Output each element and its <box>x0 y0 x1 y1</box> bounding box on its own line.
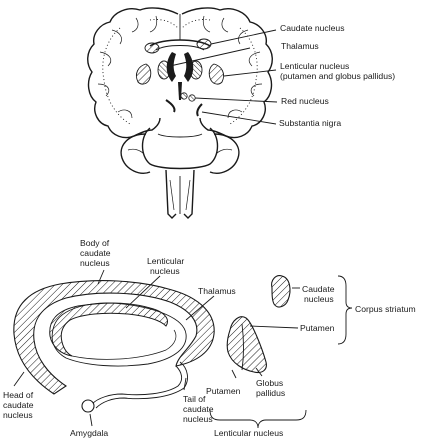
substantia-nigra <box>165 99 203 117</box>
label-corpus-striatum: Corpus striatum <box>355 304 416 314</box>
red-nuclei <box>180 92 196 102</box>
label-substantia-nigra: Substantia nigra <box>279 118 341 128</box>
label-thalamus: Thalamus <box>281 41 319 51</box>
caudate-section-shape <box>271 275 291 308</box>
label-thalamus-lateral: Thalamus <box>198 286 236 296</box>
label-body-of-caudate-2: caudate <box>80 248 111 258</box>
label-putamen-right: Putamen <box>300 323 335 333</box>
label-body-of-caudate-3: nucleus <box>80 258 110 268</box>
label-lenticular-nucleus-bracket: Lenticular nucleus <box>214 428 283 438</box>
amygdala-shape <box>81 399 95 413</box>
label-head-of-caudate-1: Head of <box>3 390 34 400</box>
label-globus-pallidus-1: Globus <box>256 378 283 388</box>
label-body-of-caudate-1: Body of <box>80 238 110 248</box>
label-amygdala: Amygdala <box>70 428 108 438</box>
lenticular-nucleus-shape <box>49 302 168 357</box>
coronal-leader-lines <box>169 29 278 125</box>
coronal-section: Caudate nucleus Thalamus Lenticular nucl… <box>87 7 395 219</box>
label-caudate-section-2: nucleus <box>304 294 334 304</box>
label-red-nucleus: Red nucleus <box>281 96 329 106</box>
brain-outline <box>87 7 273 139</box>
label-tail-of-caudate-2: caudate <box>183 404 214 414</box>
label-tail-of-caudate-3: nucleus <box>183 414 213 424</box>
label-globus-pallidus-2: pallidus <box>256 388 285 398</box>
lenticular-section-shape <box>226 316 267 374</box>
brainstem <box>120 127 240 219</box>
label-lenticular-2: nucleus <box>150 266 180 276</box>
label-lenticular-1: Lenticular <box>147 256 184 266</box>
lateral-view: Body of caudate nucleus Lenticular nucle… <box>3 238 236 438</box>
caudate-tail <box>91 365 183 405</box>
caudate-nuclei <box>144 38 212 54</box>
label-caudate-section-1: Caudate <box>302 284 335 294</box>
label-tail-of-caudate-1: Tail of <box>183 394 206 404</box>
label-putamen-bottom: Putamen <box>206 386 241 396</box>
lenticular-nuclei <box>135 63 225 85</box>
caudate-nucleus-shape <box>13 280 215 395</box>
label-lenticular-nucleus-detail: (putamen and globus pallidus) <box>280 71 395 81</box>
label-lenticular-nucleus: Lenticular nucleus <box>280 61 349 71</box>
cross-section: Caudate nucleus Corpus striatum Putamen … <box>206 275 416 438</box>
thalamus-nuclei <box>157 60 203 80</box>
label-head-of-caudate-2: caudate <box>3 400 34 410</box>
lateral-ventricles <box>166 52 194 100</box>
label-head-of-caudate-3: nucleus <box>3 410 33 420</box>
label-caudate-nucleus: Caudate nucleus <box>280 23 345 33</box>
